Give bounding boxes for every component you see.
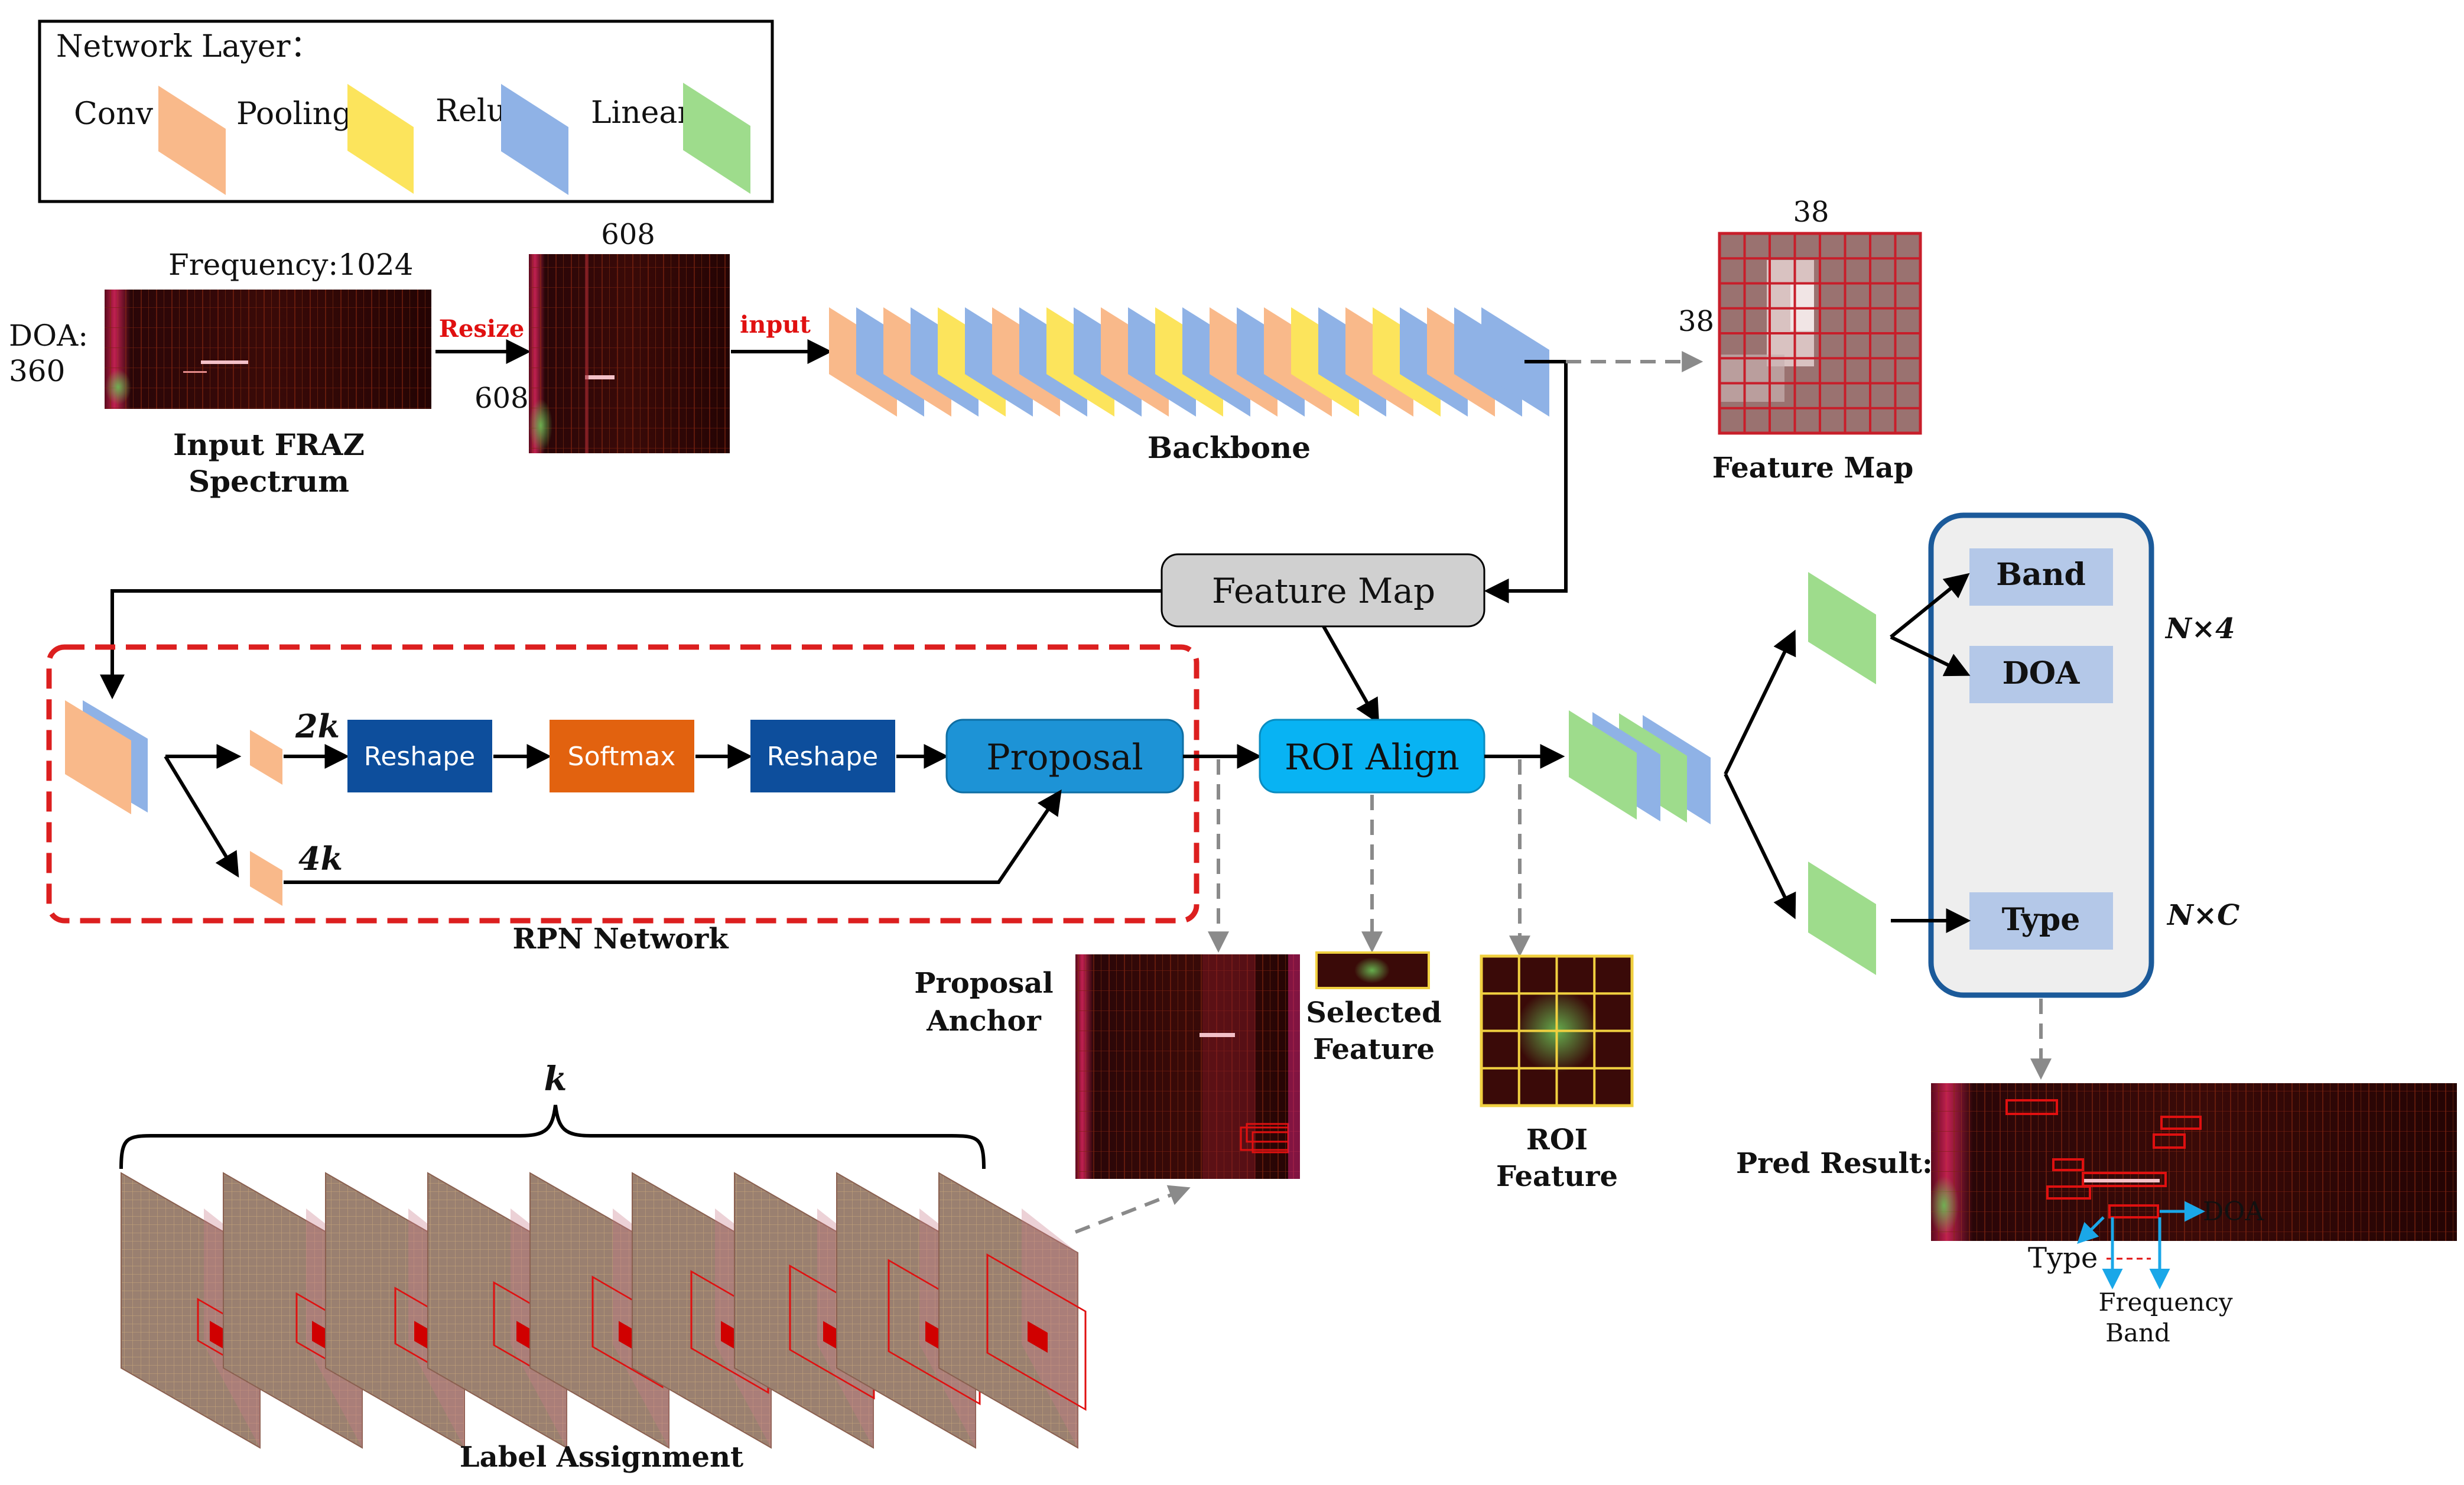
- reshape2-box: [750, 720, 895, 792]
- branch-down: [1724, 773, 1796, 919]
- resized-height-label: 608: [474, 382, 529, 415]
- legend-label-linear: Linear: [591, 95, 692, 131]
- reshape1-label: Reshape: [364, 742, 475, 772]
- legend-label-relu: Relu: [435, 93, 506, 129]
- legend-swatch-pooling: [347, 84, 414, 194]
- label-assignment-stack: [121, 1172, 1087, 1449]
- k-brace: [119, 1104, 986, 1169]
- backbone: [829, 307, 1549, 417]
- head-linear-lower: [1808, 862, 1876, 975]
- band-box: [1969, 548, 2113, 606]
- legend-swatch-linear: [683, 83, 750, 194]
- n4-label: N×4: [2164, 612, 2235, 645]
- feature-map-grid: 38 38 Feature Map: [1678, 196, 1922, 485]
- feature-map-height-label: 38: [1678, 305, 1714, 338]
- legend-label-conv: Conv: [74, 96, 154, 132]
- doa-value: 360: [9, 354, 65, 388]
- input-label: input: [740, 311, 811, 339]
- label-to-anchor-dashed: [1074, 1185, 1191, 1234]
- type-box: [1969, 892, 2113, 950]
- backbone-layer: [1481, 307, 1549, 417]
- reshape2-label: Reshape: [767, 742, 878, 772]
- resized-width-label: 608: [601, 218, 655, 251]
- softmax-label: Softmax: [568, 742, 676, 772]
- heads-container: [1928, 512, 2154, 998]
- softmax-box: [550, 720, 694, 792]
- pred-freq-label-line2: Band: [2105, 1318, 2170, 1347]
- frequency-label: Frequency:1024: [168, 248, 414, 282]
- doa-box: [1969, 646, 2113, 703]
- upper-to-band-arrow: [1890, 573, 1970, 639]
- node-to-rpn-line: [100, 589, 1162, 700]
- roi-linear-stack: [1569, 710, 1711, 824]
- selected-feature: Selected Feature: [1306, 951, 1442, 1066]
- rpn-reg-conv: [250, 851, 282, 906]
- k-label: k: [544, 1060, 567, 1099]
- legend-swatch-relu: [501, 84, 568, 195]
- pred-doa-label: DOA: [2203, 1197, 2264, 1227]
- pred-result-label: Pred Result:: [1736, 1147, 1933, 1180]
- roi-feature: ROI Feature: [1480, 954, 1634, 1193]
- feature-map-width-label: 38: [1793, 196, 1829, 229]
- upper-to-doa-arrow: [1890, 635, 1971, 677]
- backbone-to-node-line: [1484, 360, 1568, 603]
- resized-spectrum: 608 608: [474, 218, 730, 453]
- rpn-cls-conv: [250, 730, 282, 785]
- selected-feature-label-line2: Feature: [1313, 1033, 1435, 1066]
- pred-freq-label-line1: Frequency: [2098, 1288, 2232, 1317]
- roi-feature-label-line2: Feature: [1496, 1160, 1618, 1193]
- rpn-input-conv: [65, 700, 131, 814]
- pred-type-label: Type: [2028, 1242, 2098, 1275]
- band-label: Band: [1996, 557, 2086, 593]
- proposal-anchor-label-line1: Proposal: [914, 967, 1053, 1000]
- proposal-label: Proposal: [986, 737, 1143, 778]
- roi-align-label: ROI Align: [1285, 737, 1459, 778]
- input-spectrum: Frequency:1024 DOA: 360 Input FRAZ Spect…: [9, 248, 431, 499]
- rpn-network-label: RPN Network: [512, 922, 729, 956]
- node-to-roi-line: [1322, 625, 1380, 724]
- selected-feature-label-line1: Selected: [1306, 996, 1441, 1029]
- reshape1-box: [347, 720, 492, 792]
- proposal-anchor-label-line2: Anchor: [926, 1005, 1041, 1038]
- pred-result: Pred Result: DOA Type Frequency Band: [1736, 1083, 2457, 1347]
- doa-label: DOA:: [9, 319, 88, 353]
- legend-label-pooling: Pooling: [236, 96, 352, 132]
- reg-to-proposal-line: [284, 789, 1062, 884]
- rpn-split-down: [164, 755, 239, 878]
- doa-head-label: DOA: [2003, 655, 2080, 691]
- resize-label: Resize: [439, 315, 525, 343]
- label-assignment-caption: Label Assignment: [460, 1441, 743, 1474]
- label-2k: 2k: [295, 707, 340, 745]
- legend: Network Layer： Conv Pooling Relu Linear: [38, 20, 774, 203]
- input-caption-line2: Spectrum: [188, 464, 349, 499]
- feature-map-node-label: Feature Map: [1212, 571, 1435, 611]
- branch-up: [1724, 629, 1796, 775]
- nc-label: N×C: [2166, 899, 2239, 932]
- rpn-border: [46, 644, 1200, 924]
- label-assignment-slice: [938, 1172, 1087, 1449]
- feature-map-caption: Feature Map: [1712, 451, 1914, 485]
- proposal-anchor: Proposal Anchor: [914, 954, 1300, 1179]
- pred-type-arrow: [2077, 1216, 2105, 1244]
- backbone-label: Backbone: [1148, 430, 1311, 465]
- label-4k: 4k: [298, 840, 343, 878]
- input-caption-line1: Input FRAZ: [173, 427, 365, 462]
- legend-swatch-conv: [158, 86, 226, 195]
- type-head-label: Type: [2002, 902, 2081, 938]
- legend-title: Network Layer：: [56, 29, 321, 64]
- head-linear-upper: [1808, 572, 1876, 684]
- roi-feature-label-line1: ROI: [1526, 1123, 1588, 1156]
